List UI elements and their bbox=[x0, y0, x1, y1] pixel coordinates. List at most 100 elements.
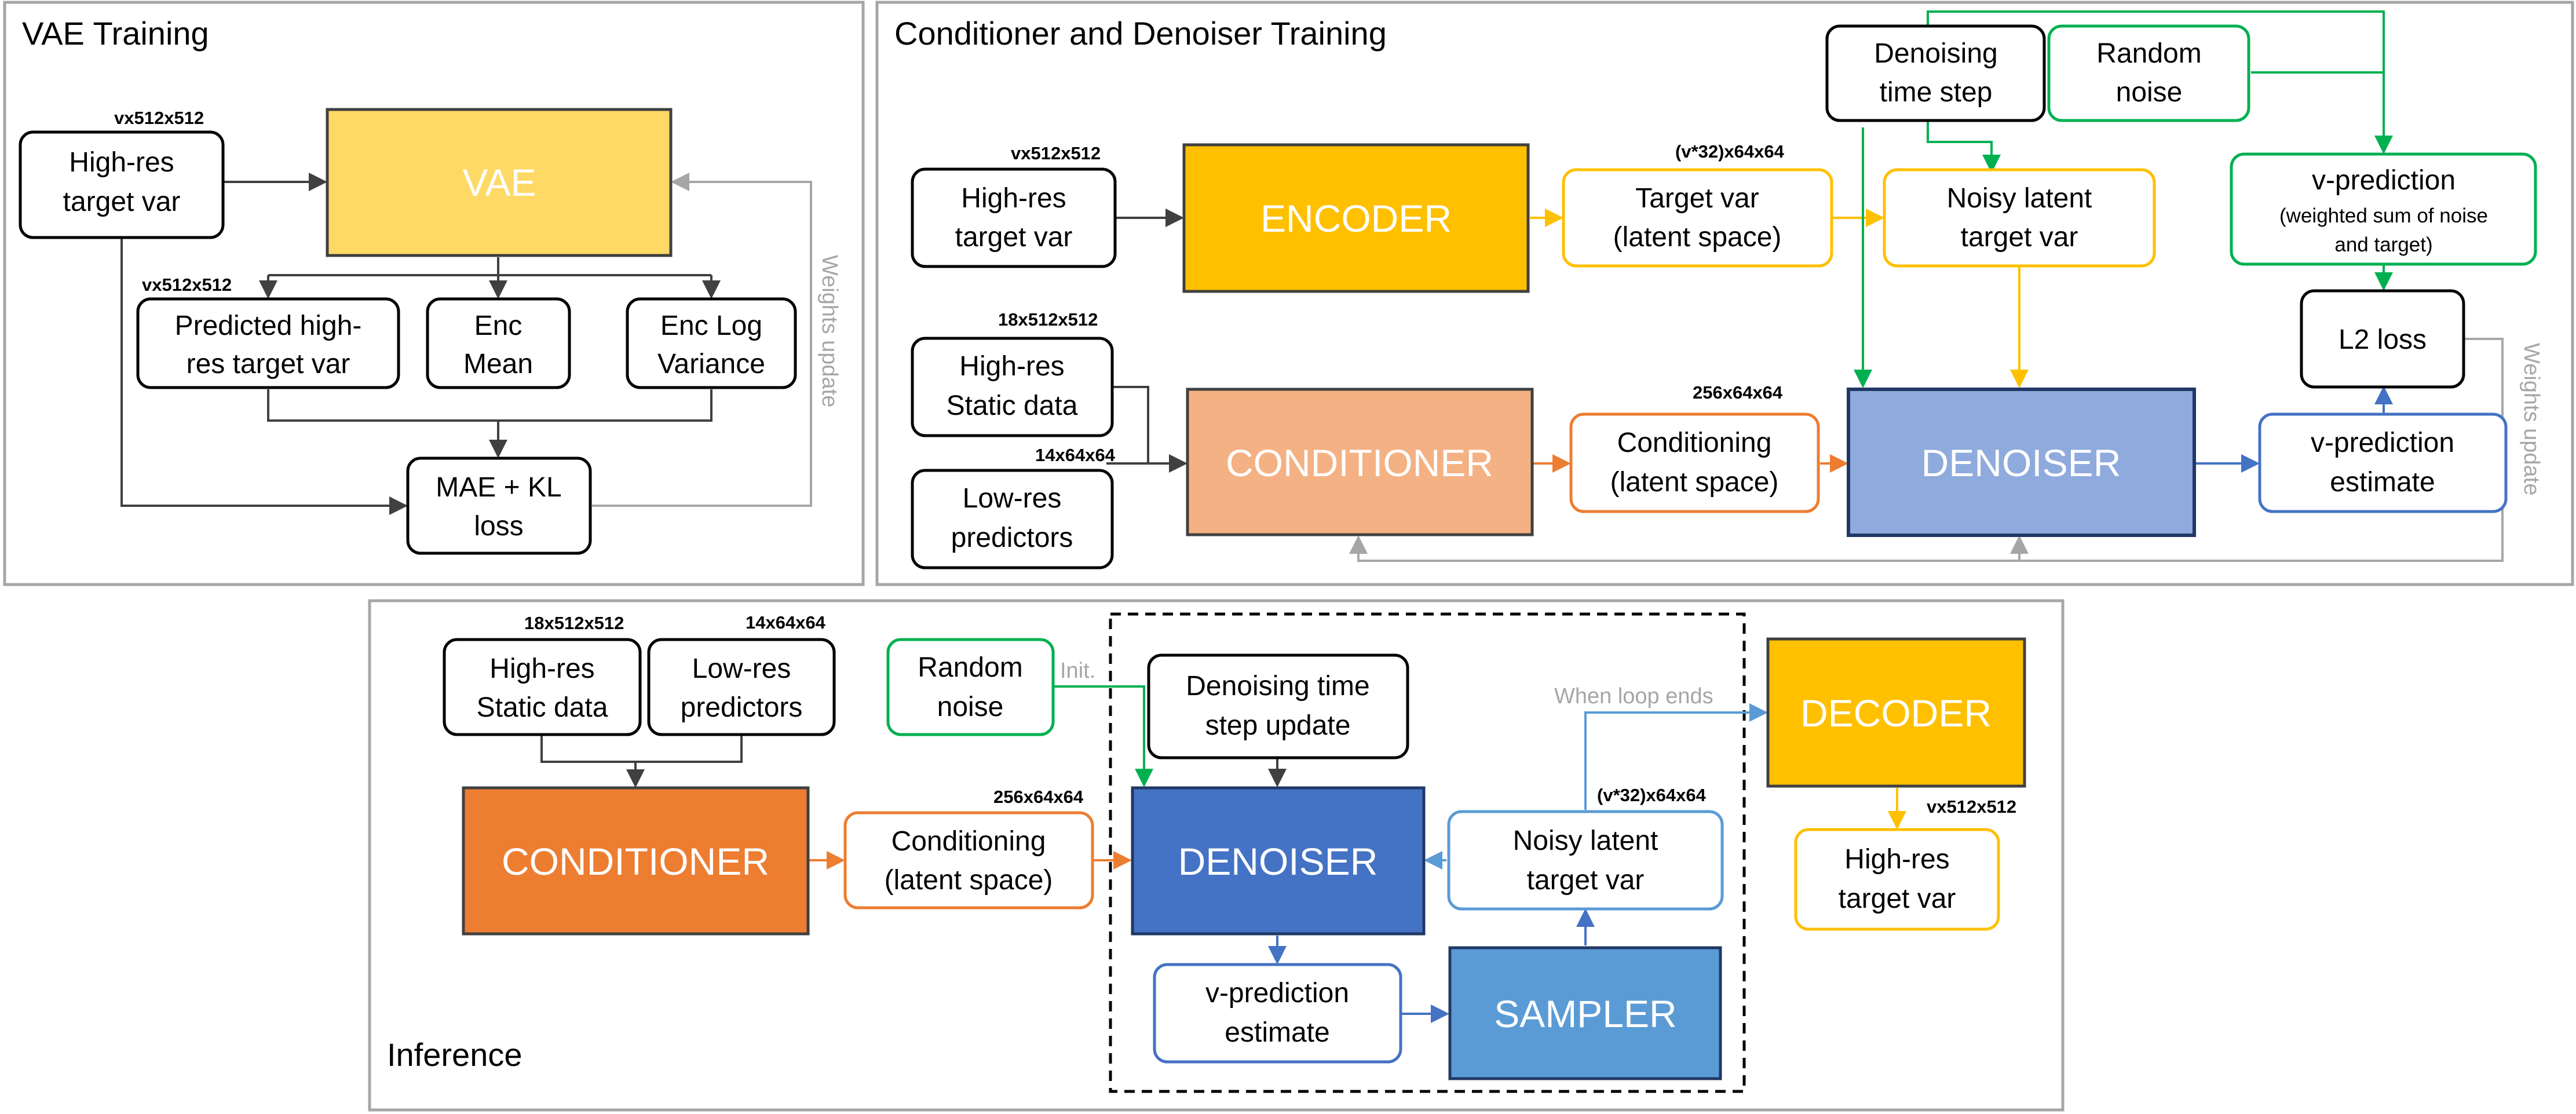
predicted-high-res-label-2: res target var bbox=[187, 349, 350, 379]
init-label: Init. bbox=[1060, 659, 1095, 683]
v-prediction-box bbox=[2230, 152, 2537, 266]
inf-conditioner-block bbox=[462, 786, 810, 936]
inference-title: Inference bbox=[387, 1036, 522, 1073]
cd-high-res-target-label: High-res bbox=[961, 183, 1066, 214]
cd-static-data-label: High-res bbox=[959, 351, 1064, 382]
inf-static-data-box bbox=[443, 638, 642, 736]
inf-random-noise-label-2: noise bbox=[937, 692, 1004, 722]
cd-random-noise-box bbox=[2047, 24, 2250, 122]
cd-input-dim: vx512x512 bbox=[1011, 143, 1101, 163]
mae-kl-loss-label: MAE + KL bbox=[436, 472, 561, 503]
encoder-block-label: ENCODER bbox=[1260, 197, 1452, 240]
v-prediction-label: v-prediction bbox=[2312, 165, 2456, 196]
target-latent-label: Target var bbox=[1635, 183, 1759, 214]
inference-panel bbox=[368, 599, 2065, 1112]
cd-random-noise-label-2: noise bbox=[2116, 77, 2183, 108]
predicted-high-res-box bbox=[136, 297, 400, 389]
l2-loss-label: L2 loss bbox=[2339, 324, 2427, 355]
decoder-block-label: DECODER bbox=[1800, 692, 1992, 735]
v-prediction-label-2: (weighted sum of noise bbox=[2279, 204, 2488, 227]
cd-denoiser-block bbox=[1847, 388, 2196, 537]
v-prediction-label-3: and target) bbox=[2334, 233, 2432, 256]
inf-noisy-latent-label-2: target var bbox=[1527, 865, 1645, 896]
noisy-latent-label-2: target var bbox=[1961, 222, 2078, 253]
target-latent-label-2: (latent space) bbox=[1613, 222, 1782, 253]
encoder-block bbox=[1182, 143, 1530, 293]
mae-kl-loss-box bbox=[406, 456, 592, 555]
inf-high-res-target-label: High-res bbox=[1844, 844, 1949, 875]
enc-log-variance-label: Enc Log bbox=[660, 311, 762, 341]
cd-denoiser-block-label: DENOISER bbox=[1921, 441, 2121, 484]
denoising-loop-boundary bbox=[1109, 612, 1746, 1093]
mae-kl-loss-label-2: loss bbox=[474, 511, 523, 542]
time-step-update-label-2: step update bbox=[1205, 710, 1351, 741]
cd-high-res-target-box bbox=[911, 167, 1117, 268]
inf-low-res-predictors-label: Low-res bbox=[692, 653, 791, 684]
vae-training-title: VAE Training bbox=[22, 15, 209, 52]
time-step-update-label: Denoising time bbox=[1186, 671, 1369, 702]
inf-low-res-predictors-dim: 14x64x64 bbox=[746, 612, 826, 633]
cd-conditioning-latent-dim: 256x64x64 bbox=[1693, 382, 1783, 403]
vae-high-res-target-box bbox=[19, 130, 225, 239]
conditioner-denoiser-training-panel bbox=[875, 1, 2574, 586]
noisy-latent-label: Noisy latent bbox=[1947, 183, 2092, 214]
sampler-block bbox=[1448, 946, 1722, 1080]
cd-conditioner-block-label: CONDITIONER bbox=[1226, 441, 1493, 484]
inf-high-res-target-label-2: target var bbox=[1839, 883, 1956, 914]
vae-weights-update-label: Weights update bbox=[817, 255, 842, 407]
inf-denoiser-block-label: DENOISER bbox=[1178, 840, 1378, 883]
cd-high-res-target-label-2: target var bbox=[955, 222, 1073, 253]
vae-high-res-target-label-2: target var bbox=[63, 187, 181, 217]
inf-v-prediction-estimate-box bbox=[1153, 963, 1402, 1064]
inf-noisy-latent-dim: (v*32)x64x64 bbox=[1597, 785, 1707, 805]
cd-conditioning-latent-label: Conditioning bbox=[1617, 428, 1772, 458]
inf-static-data-dim: 18x512x512 bbox=[524, 613, 624, 633]
inf-static-data-label-2: Static data bbox=[477, 692, 608, 723]
vae-high-res-target-label: High-res bbox=[69, 147, 174, 178]
conditioner-denoiser-training-title: Conditioner and Denoiser Training bbox=[894, 15, 1387, 52]
inf-noisy-latent-label: Noisy latent bbox=[1513, 826, 1658, 856]
cd-low-res-predictors-dim: 14x64x64 bbox=[1035, 445, 1116, 465]
target-latent-dim: (v*32)x64x64 bbox=[1675, 141, 1785, 162]
inf-conditioning-latent-box bbox=[843, 811, 1094, 910]
cd-v-prediction-estimate-label-2: estimate bbox=[2330, 467, 2435, 498]
inf-denoiser-block bbox=[1131, 786, 1426, 936]
cd-random-noise-label: Random bbox=[2096, 38, 2201, 69]
cd-v-prediction-estimate-label: v-prediction bbox=[2311, 428, 2454, 458]
time-step-update-box bbox=[1147, 653, 1409, 759]
inf-random-noise-label: Random bbox=[918, 652, 1022, 683]
denoising-time-step-label-2: time step bbox=[1880, 77, 1993, 108]
cd-low-res-predictors-box bbox=[911, 469, 1114, 569]
enc-log-variance-box bbox=[626, 297, 797, 389]
sampler-block-label: SAMPLER bbox=[1494, 992, 1676, 1035]
predicted-high-res-label: Predicted high- bbox=[175, 311, 362, 341]
vae-training-panel bbox=[3, 1, 865, 586]
predicted-dim: vx512x512 bbox=[142, 275, 232, 295]
cd-static-data-label-2: Static data bbox=[947, 390, 1078, 421]
inf-high-res-target-dim: vx512x512 bbox=[1927, 797, 2016, 817]
cd-conditioning-latent-box bbox=[1569, 412, 1820, 513]
cd-v-prediction-estimate-box bbox=[2258, 412, 2508, 513]
enc-mean-box bbox=[426, 297, 571, 389]
inf-random-noise-box bbox=[886, 638, 1055, 736]
inf-conditioner-block-label: CONDITIONER bbox=[502, 840, 769, 883]
cd-static-data-box bbox=[911, 337, 1114, 437]
inf-conditioning-latent-label-2: (latent space) bbox=[885, 865, 1053, 896]
inf-low-res-predictors-label-2: predictors bbox=[681, 692, 803, 723]
inf-noisy-latent-box bbox=[1447, 810, 1724, 911]
cd-conditioner-block bbox=[1186, 388, 1534, 536]
vae-input-dim: vx512x512 bbox=[114, 108, 204, 128]
cd-static-data-dim: 18x512x512 bbox=[998, 309, 1098, 330]
denoising-time-step-box bbox=[1825, 24, 2046, 122]
inf-high-res-target-box bbox=[1794, 828, 2000, 931]
noisy-latent-box bbox=[1883, 168, 2156, 268]
cd-low-res-predictors-label-2: predictors bbox=[951, 523, 1073, 553]
vae-connectors bbox=[120, 173, 812, 515]
decoder-block bbox=[1766, 637, 2026, 788]
l2-loss-box bbox=[2300, 289, 2465, 389]
vae-block-label: VAE bbox=[462, 161, 536, 204]
inf-low-res-predictors-box bbox=[647, 638, 836, 736]
cd-low-res-predictors-label: Low-res bbox=[963, 483, 1062, 514]
enc-log-variance-label-2: Variance bbox=[657, 349, 765, 379]
